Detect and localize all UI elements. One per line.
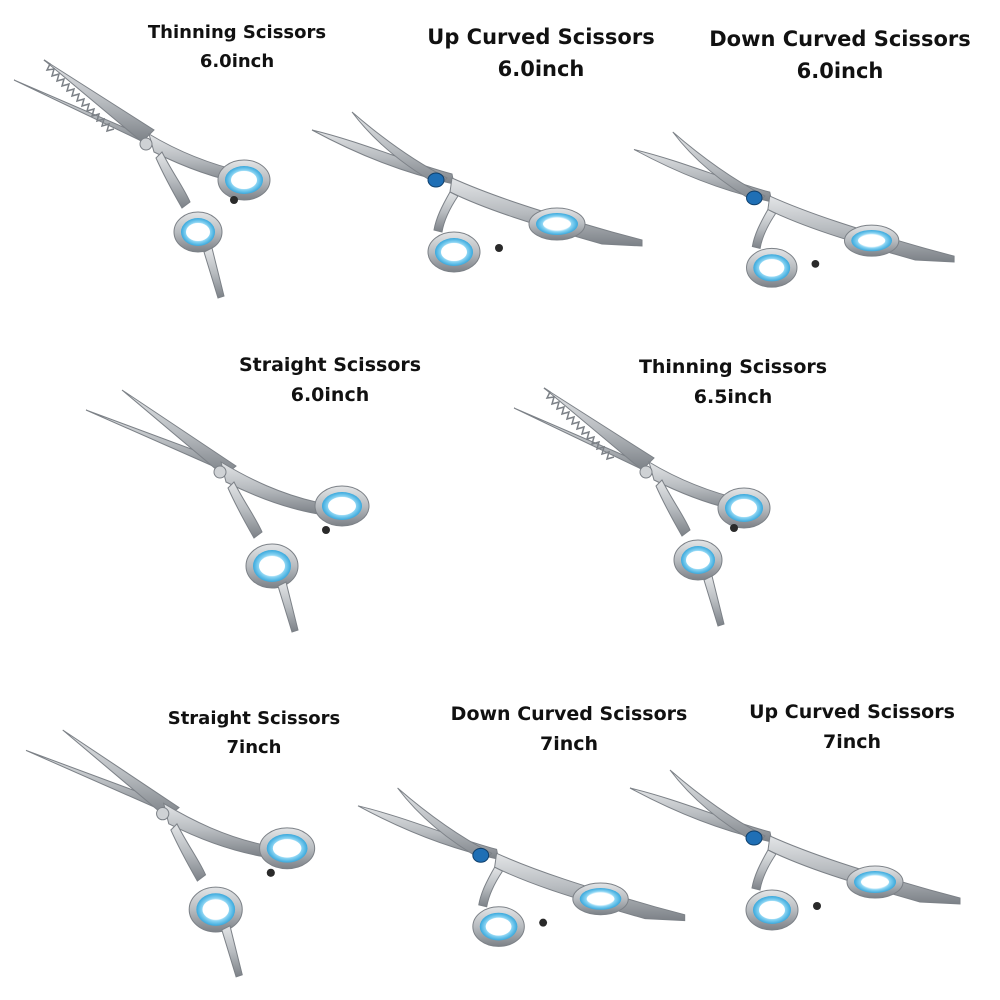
product-size: 6.0inch bbox=[199, 50, 275, 72]
product-size: 6.0inch bbox=[497, 57, 585, 82]
product-label: Up Curved Scissors 6.0inch bbox=[427, 24, 654, 83]
product-size: 7inch bbox=[539, 732, 599, 755]
product-label: Up Curved Scissors 7inch bbox=[749, 701, 955, 755]
product-size: 7inch bbox=[822, 730, 882, 753]
product-size: 6.0inch bbox=[290, 383, 370, 406]
product-name: Thinning Scissors bbox=[147, 22, 327, 43]
product-label: Down Curved Scissors 6.0inch bbox=[709, 26, 971, 85]
product-name: Up Curved Scissors bbox=[749, 701, 955, 723]
product-name: Straight Scissors bbox=[167, 708, 341, 729]
product-label: Straight Scissors 6.0inch bbox=[239, 354, 421, 408]
product-name: Thinning Scissors bbox=[638, 356, 828, 378]
product-size: 6.0inch bbox=[796, 59, 884, 84]
product-size: 7inch bbox=[226, 736, 282, 758]
product-size: 6.5inch bbox=[693, 385, 773, 408]
product-name: Down Curved Scissors bbox=[709, 27, 971, 51]
product-name: Up Curved Scissors bbox=[427, 25, 655, 49]
product-name: Straight Scissors bbox=[238, 354, 422, 376]
product-name: Down Curved Scissors bbox=[450, 703, 688, 725]
product-label: Thinning Scissors 6.5inch bbox=[639, 356, 827, 410]
product-label: Thinning Scissors 6.0inch bbox=[148, 22, 326, 73]
product-label: Down Curved Scissors 7inch bbox=[451, 703, 688, 757]
product-label: Straight Scissors 7inch bbox=[168, 708, 341, 759]
